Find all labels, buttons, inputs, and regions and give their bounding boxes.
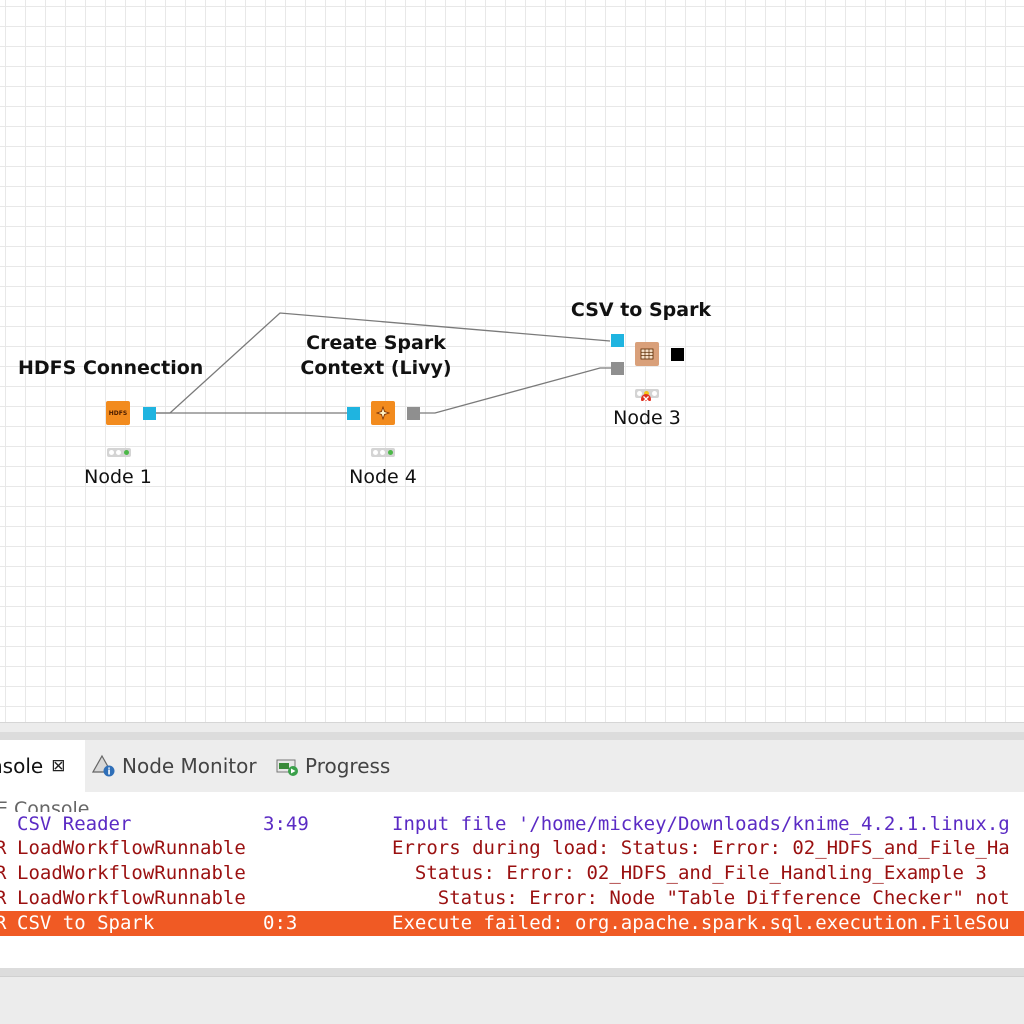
hdfs-icon[interactable]: HDFS: [106, 401, 130, 425]
log-message: Status: Error: 02_HDFS_and_File_Handling…: [392, 862, 987, 884]
log-level: R: [0, 912, 7, 934]
spark-star-icon: [376, 406, 390, 420]
log-node-name: CSV Reader: [17, 813, 132, 835]
node-title-line2: Context (Livy): [300, 357, 452, 379]
tab-console-label: nsole: [0, 754, 44, 778]
log-node-id: 0:3: [263, 912, 298, 934]
status-indicator-node3: [635, 389, 659, 398]
node-title-csv-to-spark[interactable]: CSV to Spark: [570, 299, 712, 321]
log-node-name: LoadWorkflowRunnable: [17, 862, 246, 884]
tab-console[interactable]: nsole ⊠: [0, 740, 85, 792]
node-title-create-spark-context[interactable]: Create Spark Context (Livy): [296, 331, 456, 381]
status-indicator-node4: [371, 448, 395, 457]
connection-spark-context-to-csv[interactable]: [420, 367, 611, 414]
log-node-name: LoadWorkflowRunnable: [17, 887, 246, 909]
log-message: Errors during load: Status: Error: 02_HD…: [392, 837, 1010, 859]
log-message: Execute failed: org.apache.spark.sql.exe…: [392, 912, 1010, 934]
workflow-canvas[interactable]: HDFS Connection HDFS Node 1 Create Spark…: [0, 0, 1024, 722]
log-level: R: [0, 862, 7, 884]
node-title-hdfs-connection[interactable]: HDFS Connection: [18, 357, 204, 379]
log-level: R: [0, 837, 7, 859]
node-monitor-icon: i: [92, 754, 115, 778]
log-row[interactable]: CSV Reader 3:49 Input file '/home/mickey…: [0, 812, 1024, 837]
log-message: Status: Error: Node "Table Difference Ch…: [392, 887, 1010, 909]
status-indicator-node1: [107, 448, 131, 457]
status-bar: [0, 976, 1024, 1024]
table-grid-icon: [640, 348, 654, 360]
log-message: Input file '/home/mickey/Downloads/knime…: [392, 813, 1010, 835]
log-row[interactable]: R LoadWorkflowRunnable Status: Error: No…: [0, 886, 1024, 911]
input-port-csv-data[interactable]: [611, 334, 624, 347]
log-node-id: 3:49: [263, 813, 309, 835]
hdfs-icon-text: HDFS: [108, 409, 128, 417]
node-label-node4[interactable]: Node 4: [349, 466, 417, 488]
input-port-csv-spark[interactable]: [611, 362, 624, 375]
log-node-name: CSV to Spark: [17, 912, 155, 934]
svg-text:i: i: [107, 768, 110, 778]
tab-node-monitor-label: Node Monitor: [122, 754, 257, 778]
output-port-spark-context[interactable]: [407, 407, 420, 420]
node-title-line1: Create Spark: [306, 332, 446, 354]
error-badge-icon: [641, 394, 651, 401]
connections-layer: [156, 312, 611, 414]
log-row-error[interactable]: R CSV to Spark 0:3 Execute failed: org.a…: [0, 911, 1024, 936]
spark-icon[interactable]: [371, 401, 395, 425]
close-icon[interactable]: ⊠: [51, 756, 66, 776]
progress-icon: [276, 759, 298, 776]
tab-progress-label: Progress: [305, 754, 391, 778]
output-port-csv-to-spark[interactable]: [671, 348, 684, 361]
panel-top-border: [0, 732, 1024, 740]
log-row[interactable]: R LoadWorkflowRunnable Errors during loa…: [0, 836, 1024, 861]
log-level: R: [0, 887, 7, 909]
bottom-tab-bar: nsole ⊠ i Node Monitor Progress: [0, 740, 1024, 792]
input-port-spark-context[interactable]: [347, 407, 360, 420]
log-row[interactable]: R LoadWorkflowRunnable Status: Error: 02…: [0, 861, 1024, 886]
node-label-node3[interactable]: Node 3: [613, 407, 681, 429]
tab-progress[interactable]: Progress: [276, 740, 390, 792]
tab-node-monitor[interactable]: i Node Monitor: [92, 740, 257, 792]
table-icon[interactable]: [635, 342, 659, 366]
console-log[interactable]: CSV Reader 3:49 Input file '/home/mickey…: [0, 812, 1024, 958]
node-label-node1[interactable]: Node 1: [84, 466, 152, 488]
canvas-panel-divider[interactable]: [0, 722, 1024, 733]
output-port-hdfs[interactable]: [143, 407, 156, 420]
panel-bottom-border: [0, 968, 1024, 976]
log-node-name: LoadWorkflowRunnable: [17, 837, 246, 859]
